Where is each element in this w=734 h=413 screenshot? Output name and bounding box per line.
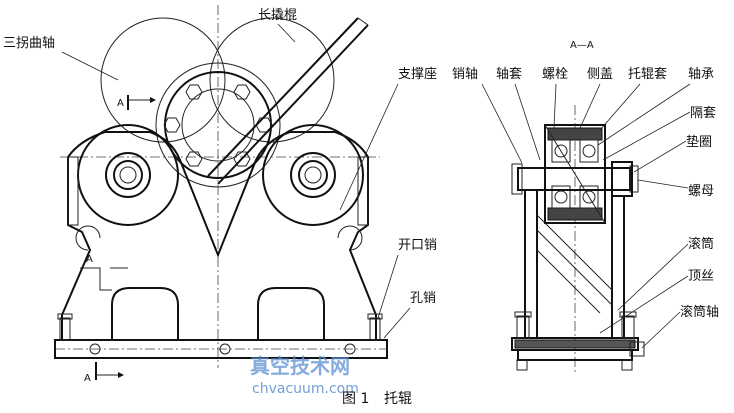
right-side-plate: [357, 156, 369, 226]
leader-drum: [617, 243, 689, 311]
front-view: A A A 三拐曲轴 长撬棍 支撑座 开口销 孔销: [3, 5, 437, 384]
label-side-cover: 侧盖: [587, 67, 613, 82]
label-hole-pin: 孔销: [410, 291, 436, 306]
leader-nut: [637, 179, 689, 189]
label-spacer: 隔套: [690, 105, 716, 121]
label-long-lever: 长撬棍: [258, 8, 297, 23]
right-roller: [262, 124, 364, 226]
right-ear-hole: [337, 225, 363, 251]
label-drum-shaft: 滚筒轴: [680, 304, 719, 320]
leader-bolt: [553, 83, 557, 129]
caption-figure-number: 图 1: [342, 391, 369, 407]
section-marker-label-top: A: [117, 98, 124, 109]
left-ear-hole: [75, 225, 101, 251]
leader-drum-shaft: [641, 311, 681, 349]
section-title: A—A: [570, 40, 594, 51]
label-nut: 螺母: [688, 184, 714, 199]
label-support-base: 支撑座: [398, 67, 437, 82]
leader-hole-pin: [383, 307, 411, 339]
leader-pin-shaft: [481, 83, 523, 164]
left-side-plate: [67, 156, 79, 226]
section-marker-top: A: [117, 95, 156, 110]
leader-crank-shaft: [61, 51, 119, 81]
caption-figure-name: 托辊: [384, 391, 412, 407]
leader-washer: [633, 140, 687, 173]
hub-bolts: [163, 84, 273, 167]
leader-bearing: [597, 83, 691, 146]
right-arch: [257, 287, 325, 340]
label-washer: 垫圈: [686, 134, 712, 150]
watermark: 真空技术网 chvacuum.com: [250, 354, 359, 397]
base-bolts: [57, 313, 383, 355]
leader-split-pin: [377, 254, 399, 319]
section-view: A—A: [452, 40, 719, 372]
center-hub: [164, 71, 272, 179]
section-marker-label-bottom: A: [84, 373, 91, 384]
section-marker-bottom: A: [84, 362, 124, 384]
long-lever-bar: [207, 17, 369, 185]
leader-spacer: [602, 111, 691, 161]
leader-support-base: [339, 83, 399, 211]
roller-assembly: [544, 124, 606, 224]
label-crank-shaft: 三拐曲轴: [3, 36, 55, 51]
label-drum: 滚筒: [688, 236, 714, 252]
label-bolt: 螺栓: [542, 67, 568, 82]
watermark-cn: 真空技术网: [250, 354, 350, 378]
figure-caption: 图 1 托辊: [342, 391, 412, 407]
label-bearing: 轴承: [688, 67, 714, 82]
section-detail: A: [80, 254, 128, 291]
leader-long-lever: [277, 23, 296, 43]
watermark-url: chvacuum.com: [252, 381, 359, 397]
section-detail-label: A: [86, 254, 93, 265]
leader-shaft-sleeve: [514, 83, 541, 161]
pin-shaft: [511, 161, 639, 197]
leader-roller-sleeve: [599, 83, 641, 131]
label-shaft-sleeve: 轴套: [496, 66, 522, 82]
label-split-pin: 开口销: [398, 238, 437, 253]
leader-set-screw: [599, 275, 689, 334]
left-arch: [111, 287, 179, 340]
leader-side-cover: [579, 83, 601, 129]
label-roller-sleeve: 托辊套: [628, 66, 667, 82]
left-roller: [77, 124, 179, 226]
crank-circle-left: [100, 17, 226, 143]
label-pin-shaft: 销轴: [452, 67, 478, 82]
section-base: [511, 311, 645, 371]
label-set-screw: 顶丝: [688, 269, 714, 284]
crank-circle-center: [155, 62, 281, 188]
